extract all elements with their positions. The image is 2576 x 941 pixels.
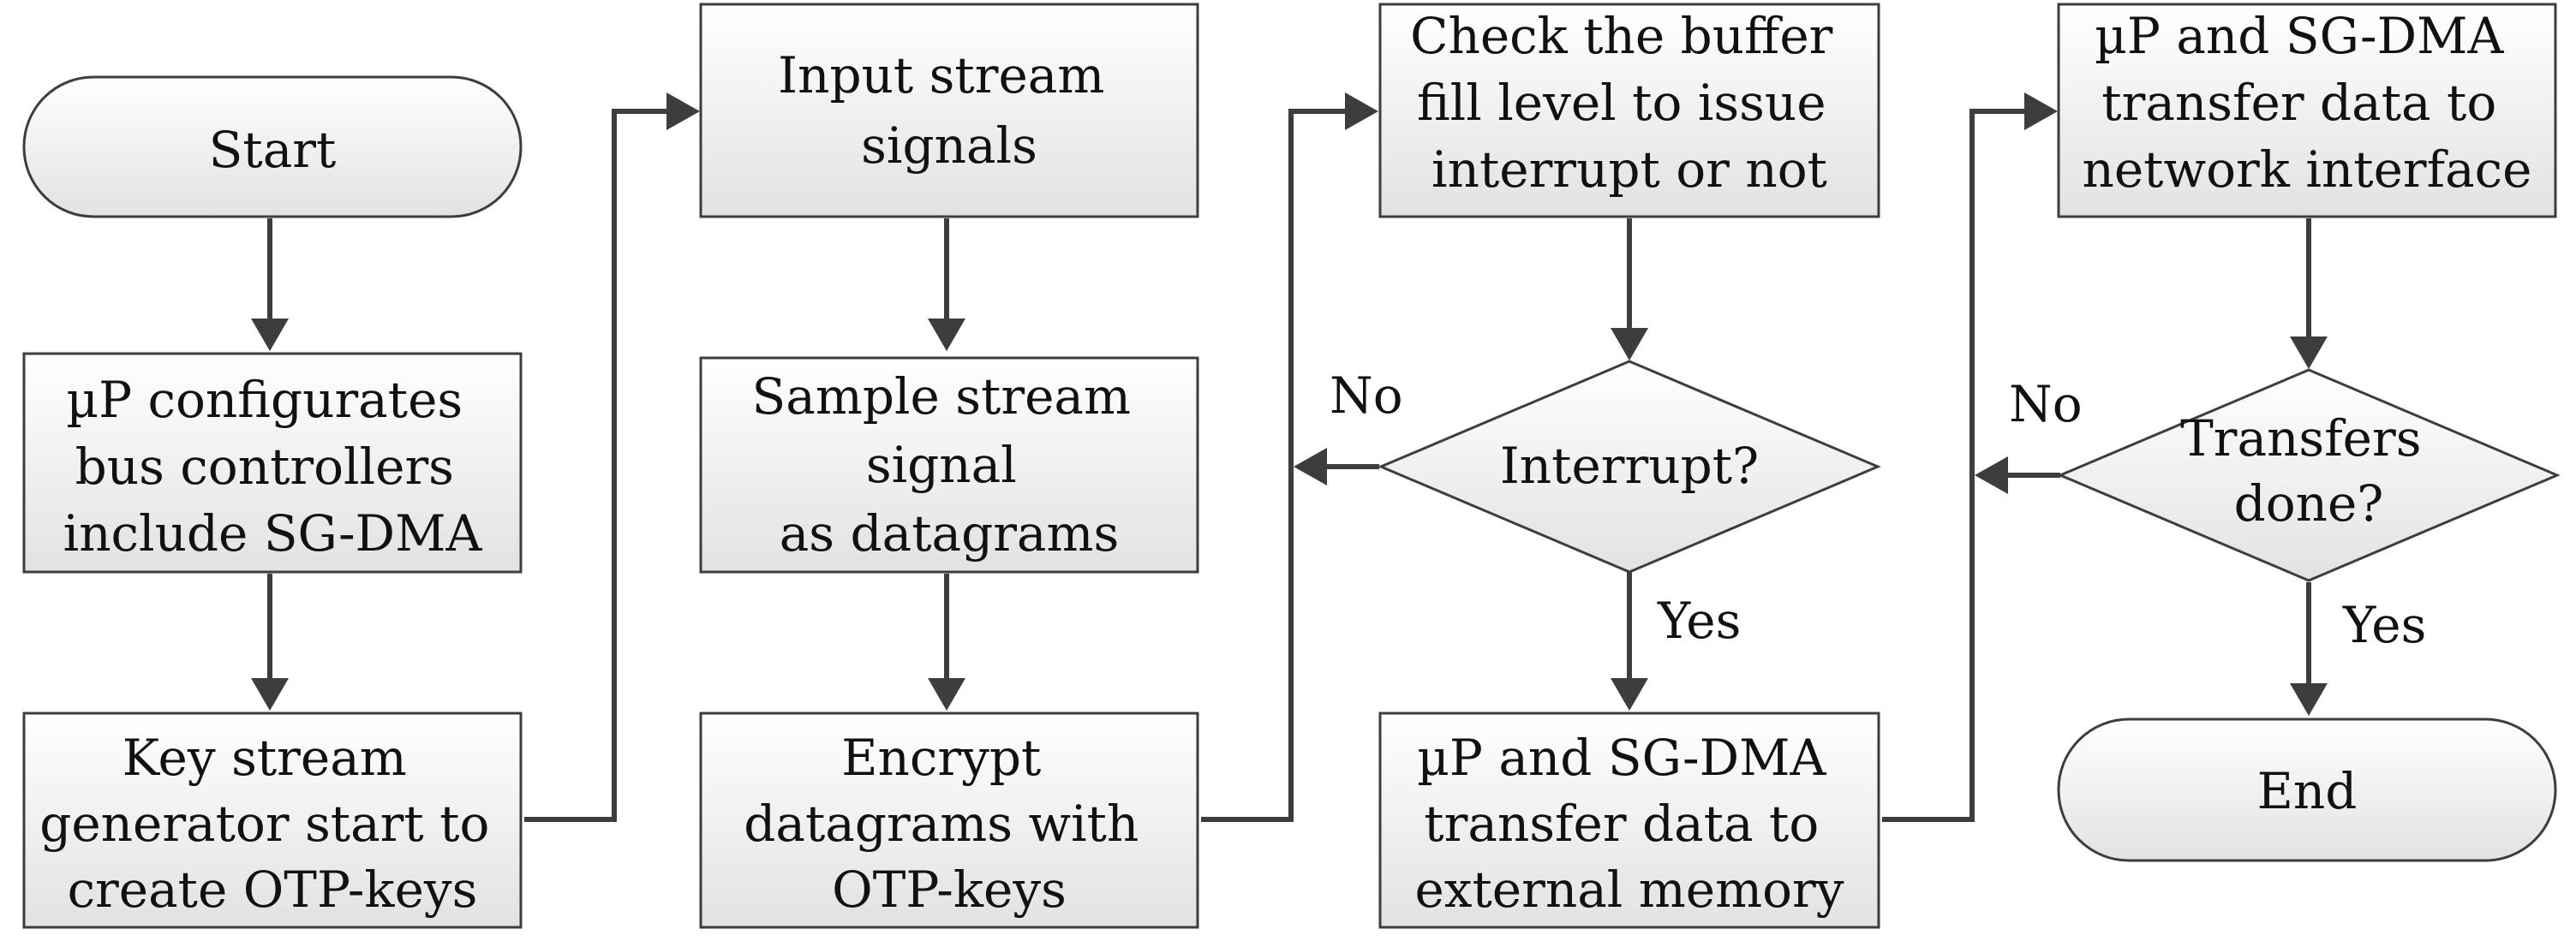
svg-text:End: End	[2257, 762, 2358, 820]
start-terminal: Start	[22, 75, 523, 218]
arrowhead	[1345, 92, 1378, 130]
transfer-external-process: µP and SG-DMA transfer data to external …	[1378, 712, 1880, 929]
end-terminal: End	[2057, 718, 2557, 862]
edge-keystream-to-input	[524, 109, 668, 822]
interrupt-no-label: No	[1330, 366, 1403, 425]
svg-text:Interrupt?: Interrupt?	[1500, 437, 1759, 495]
done-no-label: No	[2009, 375, 2083, 433]
interrupt-yes-label: Yes	[1657, 592, 1741, 650]
arrowhead	[1611, 678, 1648, 711]
transfers-done-decision: Transfers done?	[2057, 368, 2561, 582]
arrowhead	[1294, 448, 1327, 485]
svg-text:Start: Start	[209, 121, 337, 179]
transfer-network-process: µP and SG-DMA transfer data to network i…	[2057, 3, 2557, 218]
encrypt-process: Encrypt datagrams with OTP-keys	[699, 712, 1199, 929]
sample-process: Sample stream signal as datagrams	[699, 356, 1199, 574]
edge-encrypt-to-check	[1201, 109, 1347, 822]
check-buffer-process: Check the buffer fill level to issue int…	[1378, 3, 1880, 218]
arrowhead	[251, 319, 289, 351]
arrowhead	[251, 678, 289, 711]
svg-text:Transfers done?: Transfers done?	[2180, 409, 2437, 533]
svg-text:µP and SG-DMA transfer d: µP and SG-DMA transfer data to network i…	[2083, 7, 2532, 199]
svg-text:Encrypt datagrams with: Encrypt datagrams with OTP-keys	[744, 729, 1155, 919]
svg-text:µP and SG-DMA transfer d: µP and SG-DMA transfer data to external …	[1414, 729, 1844, 919]
arrowhead	[1975, 456, 2008, 494]
interrupt-decision: Interrupt?	[1378, 360, 1881, 574]
svg-text:µP configurates bus cont: µP configurates bus controllers include …	[63, 371, 483, 563]
arrowhead	[928, 319, 965, 351]
input-process: Input stream signals	[699, 3, 1199, 218]
arrowhead	[2024, 92, 2058, 130]
keystream-process: Key stream generator start to create OTP…	[22, 712, 523, 929]
configure-process: µP configurates bus controllers include …	[22, 352, 523, 574]
done-yes-label: Yes	[2342, 596, 2426, 654]
connectors	[251, 92, 2328, 822]
arrowhead	[1611, 328, 1648, 360]
edge-transfer-ext-to-net	[1882, 109, 2026, 822]
svg-text:Sample stream signal: Sample stream signal as datagrams	[752, 367, 1147, 563]
arrowhead	[666, 92, 700, 130]
arrowhead	[928, 678, 965, 711]
svg-text:Input stream signals: Input stream signals	[778, 46, 1121, 175]
arrowhead	[2290, 683, 2328, 716]
arrowhead	[2290, 336, 2328, 369]
svg-text:Check the buffer fill le: Check the buffer fill level to issue int…	[1410, 7, 1849, 199]
svg-text:Key stream generator sta: Key stream generator start to create OTP…	[39, 729, 505, 919]
